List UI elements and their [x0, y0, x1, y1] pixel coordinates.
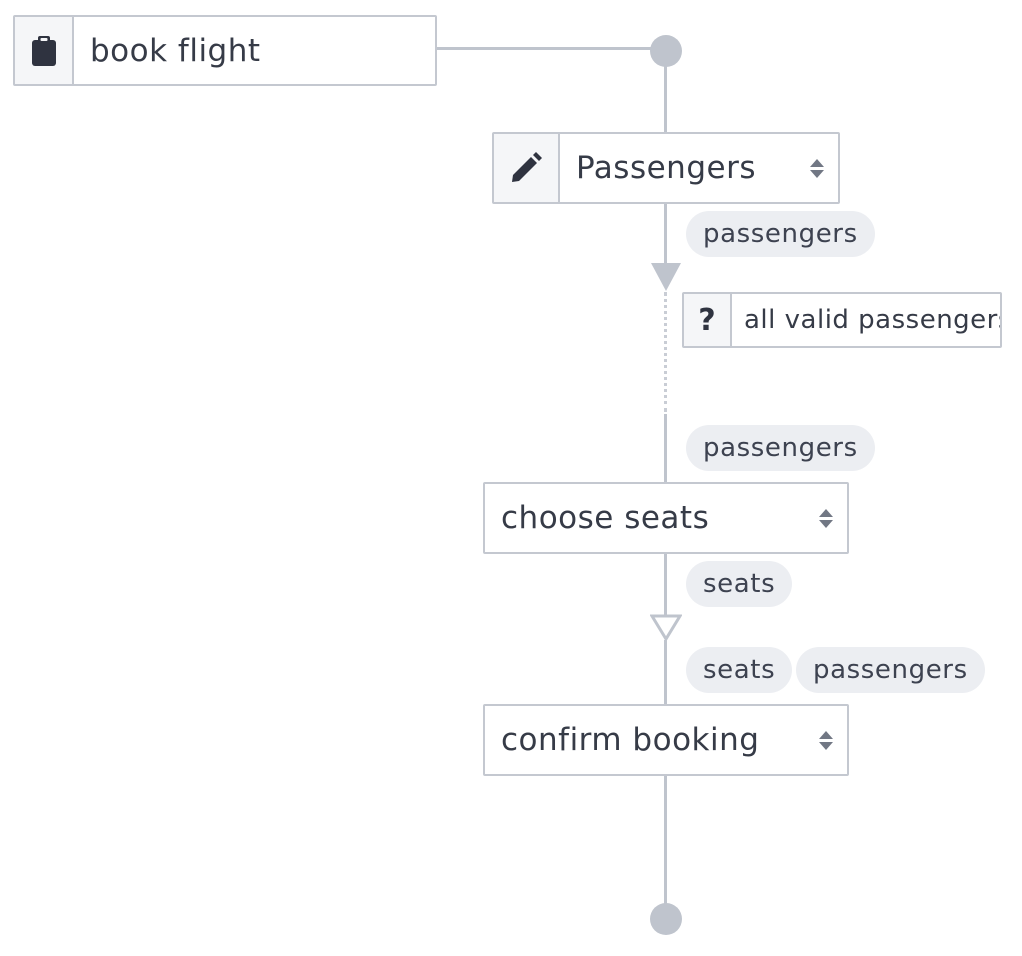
- passengers-output-pill: passengers: [686, 211, 875, 257]
- choose-seats-label: choose seats: [501, 500, 710, 536]
- step-passengers[interactable]: Passengers: [492, 132, 840, 204]
- hollow-arrow-icon: [650, 614, 682, 642]
- passengers-step-label: Passengers: [576, 150, 756, 186]
- clipboard-icon: [31, 35, 56, 66]
- passengers-input-pill: passengers: [686, 425, 875, 471]
- seats-input-pill: seats: [686, 647, 793, 693]
- start-node-book-flight[interactable]: book flight: [13, 15, 437, 86]
- passengers-icon-cell[interactable]: [494, 134, 560, 202]
- sort-arrows-icon[interactable]: [808, 134, 826, 202]
- connector-condition-dotted: [664, 292, 667, 412]
- filled-arrow-icon: [651, 263, 681, 291]
- connector-start-horizontal: [436, 47, 666, 50]
- question-mark-icon: ?: [698, 302, 716, 338]
- sort-arrows-icon[interactable]: [817, 706, 835, 774]
- condition-input[interactable]: all valid passengers: [744, 305, 1000, 335]
- step-confirm-booking[interactable]: confirm booking: [483, 704, 849, 776]
- pencil-icon: [512, 152, 542, 182]
- connector-start-to-passengers: [664, 66, 667, 134]
- connector-passengers-down: [664, 202, 667, 266]
- condition-icon-cell: ?: [684, 294, 732, 346]
- passengers-confirm-input-pill: passengers: [796, 647, 985, 693]
- confirm-booking-label: confirm booking: [501, 722, 760, 758]
- start-dot: [650, 35, 682, 67]
- seats-output-pill: seats: [686, 561, 793, 607]
- start-node-icon-cell: [15, 17, 74, 84]
- sort-arrows-icon[interactable]: [817, 484, 835, 552]
- connector-choose-seats-down: [664, 552, 667, 616]
- connector-confirm-down: [664, 774, 667, 906]
- end-dot: [650, 903, 682, 935]
- connector-to-choose-seats: [664, 414, 667, 484]
- start-node-label: book flight: [90, 32, 261, 69]
- condition-all-valid-passengers[interactable]: ? all valid passengers: [682, 292, 1002, 348]
- connector-to-confirm-booking: [664, 640, 667, 706]
- step-choose-seats[interactable]: choose seats: [483, 482, 849, 554]
